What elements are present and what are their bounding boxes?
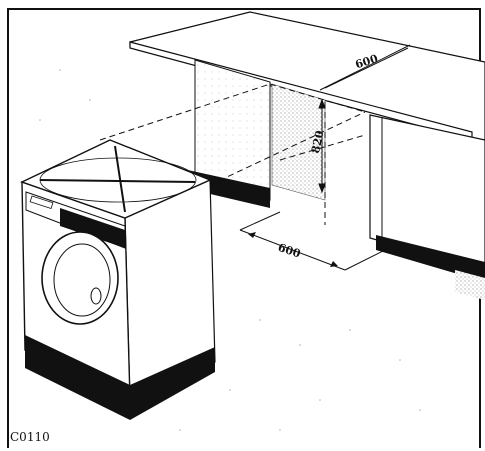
- height-dimension-line: [318, 98, 326, 194]
- depth-dimension-line: [239, 211, 386, 271]
- washing-machine: [20, 139, 216, 420]
- width-dimension-line: [324, 47, 409, 89]
- figure-code: C0110: [10, 430, 50, 444]
- floor-texture: [39, 69, 421, 431]
- right-cabinet: [369, 114, 485, 300]
- recess-back-wall: [271, 83, 326, 201]
